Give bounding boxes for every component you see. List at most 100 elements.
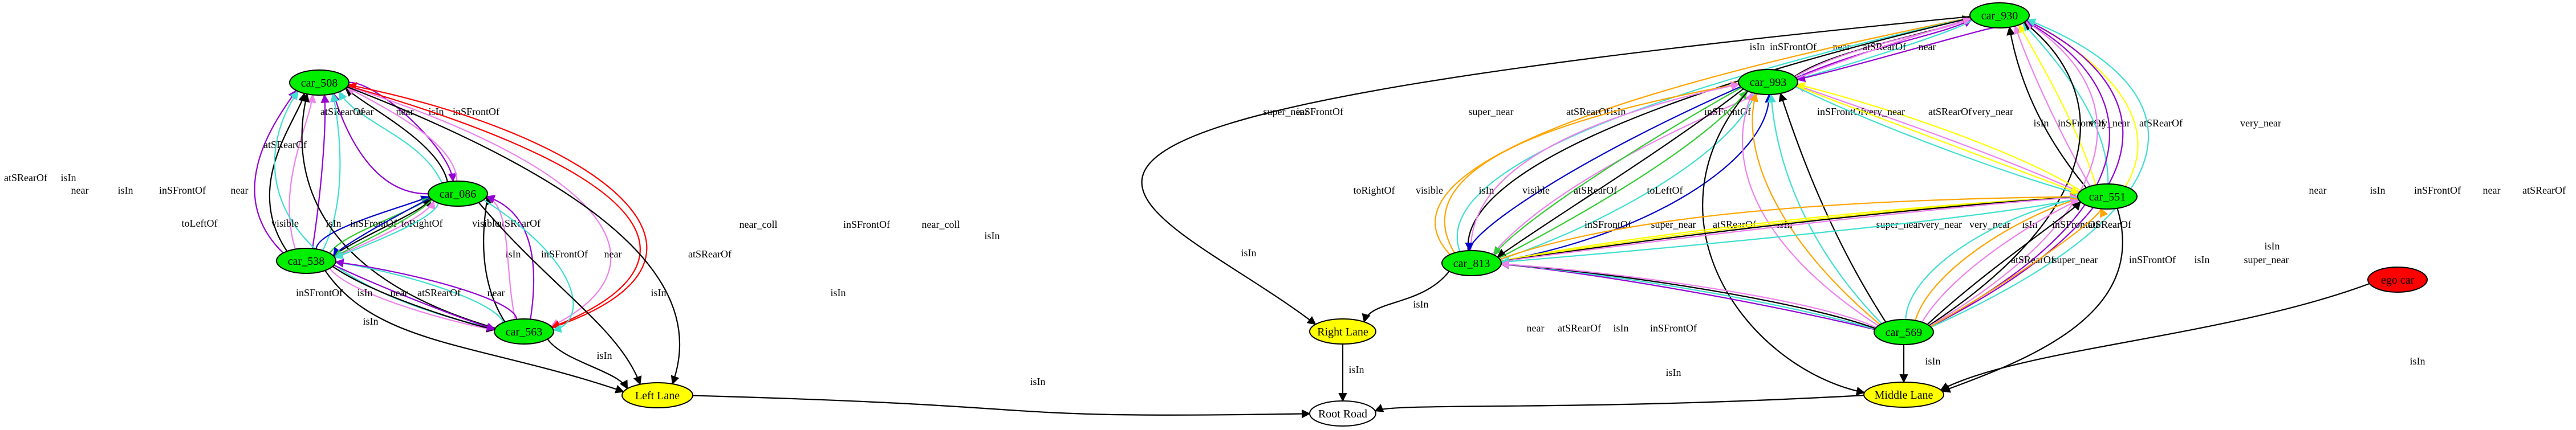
edge-label: near	[1527, 322, 1545, 334]
node-ellipse	[621, 382, 693, 408]
edge-near_coll: near_coll	[347, 82, 777, 329]
edge-very_near: very_near	[1795, 85, 2080, 195]
node-label: car_569	[1886, 326, 1922, 339]
node-car-569[interactable]: car_569	[1874, 319, 1934, 345]
edge-line	[346, 87, 458, 182]
edge-label: isIn	[1413, 298, 1429, 310]
edge-isIn: isIn	[1501, 193, 2079, 263]
edge-inSFrontOf: inSFrontOf	[1795, 84, 2080, 193]
edge-line	[1498, 90, 1748, 259]
edge-line	[1749, 92, 1880, 325]
edge-label: isIn	[363, 316, 379, 327]
node-right-lane[interactable]: Right Lane	[1309, 318, 1376, 345]
edge-label: near	[2309, 185, 2327, 196]
node-root-road[interactable]: Root Road	[1309, 400, 1376, 427]
edge-line	[1497, 88, 1744, 258]
edge-label: toLeftOf	[182, 218, 218, 229]
edge-near: near	[1929, 21, 2327, 327]
edge-label: inSFrontOf	[1770, 41, 1817, 52]
edge-label: inSFrontOf	[1584, 219, 1631, 230]
edge-label: isIn	[1614, 322, 1629, 334]
node-ego-car[interactable]: ego car	[2367, 267, 2428, 293]
edge-line	[1795, 86, 2079, 196]
node-left-lane[interactable]: Left Lane	[621, 382, 693, 408]
edge-label: visible	[472, 218, 499, 229]
edge-label: atSRearOf	[1928, 106, 1972, 117]
node-car-563[interactable]: car_563	[494, 318, 554, 345]
edge-line	[331, 92, 429, 195]
node-ellipse	[1863, 382, 1944, 408]
node-car-551[interactable]: car_551	[2077, 183, 2138, 210]
edge-line	[2006, 26, 2087, 189]
edge-isIn: isIn	[478, 202, 667, 386]
edge-label: near_coll	[922, 219, 960, 230]
edge-label: very_near	[2240, 117, 2281, 129]
edge-visible: visible	[1416, 87, 1742, 256]
edge-line	[1795, 19, 1973, 79]
node-label: car_508	[301, 77, 338, 89]
edge-line	[1467, 15, 1972, 251]
edge-line	[335, 259, 518, 320]
node-car-993[interactable]: car_993	[1738, 69, 1798, 95]
edge-super_near: super_near	[1915, 196, 2098, 321]
edge-line	[1795, 85, 2080, 195]
node-middle-lane[interactable]: Middle Lane	[1863, 382, 1944, 408]
edge-label: toLeftOf	[1647, 185, 1683, 196]
edge-label: near	[231, 185, 249, 196]
edge-line	[1500, 260, 1875, 330]
edge-label: atSRearOf	[2088, 219, 2131, 230]
edge-line	[315, 195, 430, 249]
edge-line	[478, 202, 642, 386]
edge-atSRearOf: atSRearOf	[320, 91, 443, 183]
edge-line	[348, 81, 457, 182]
edge-line	[1905, 195, 2079, 320]
edge-near: near	[1930, 19, 2500, 327]
edge-line	[1929, 21, 2110, 327]
edge-label: very_near	[1972, 106, 2013, 117]
node-car-813[interactable]: car_813	[1441, 250, 1502, 276]
edge-label: atSRearOf	[417, 287, 461, 298]
edge-isIn: isIn	[1941, 208, 2280, 393]
edge-label: atSRearOf	[2522, 185, 2566, 196]
node-ellipse	[1874, 319, 1934, 345]
edge-near: near	[334, 264, 496, 331]
edge-label: inSFrontOf	[2052, 219, 2099, 230]
edge-label: inSFrontOf	[541, 248, 588, 260]
node-label: Right Lane	[1317, 326, 1368, 338]
edge-atSRearOf: atSRearOf	[1931, 18, 2566, 328]
edge-label: near	[604, 248, 622, 260]
edge-line	[1930, 208, 2108, 327]
edge-label: near	[71, 185, 89, 196]
edge-inSFrontOf: inSFrontOf	[1500, 260, 1876, 334]
node-label: ego car	[2381, 274, 2415, 286]
edge-inSFrontOf: inSFrontOf	[1770, 18, 1972, 77]
node-ellipse	[1309, 400, 1376, 427]
node-car-508[interactable]: car_508	[289, 69, 350, 96]
node-car-538[interactable]: car_538	[276, 248, 336, 274]
edge-label: atSRearOf	[263, 139, 307, 150]
edge-line	[1931, 18, 2150, 328]
node-car-930[interactable]: car_930	[1969, 2, 2030, 28]
edge-inSFrontOf: inSFrontOf	[334, 200, 436, 258]
edge-label: isIn	[2265, 240, 2280, 252]
edge-label: inSFrontOf	[2129, 254, 2176, 265]
edge-isIn: isIn	[692, 376, 1311, 419]
edge-line	[332, 198, 432, 256]
node-ellipse	[2367, 267, 2428, 293]
edge-line	[1500, 260, 1876, 329]
edge-atSRearOf: atSRearOf	[334, 203, 541, 259]
edge-line	[311, 94, 330, 249]
edge-super_near: super_near	[1263, 81, 1740, 253]
edge-inSFrontOf: inSFrontOf	[1501, 193, 2099, 263]
edge-line	[1794, 18, 1972, 77]
edge-inSFrontOf: inSFrontOf	[1584, 92, 1879, 326]
edge-atSRearOf: atSRearOf	[2022, 22, 2183, 185]
edge-isIn: isIn	[1899, 344, 1941, 383]
edge-line	[483, 199, 574, 333]
edge-line	[347, 82, 648, 329]
edge-line	[1796, 82, 2082, 191]
node-ellipse	[494, 318, 554, 345]
node-label: Root Road	[1318, 408, 1367, 420]
node-car-086[interactable]: car_086	[428, 181, 488, 207]
edge-isIn: isIn	[2006, 26, 2087, 189]
